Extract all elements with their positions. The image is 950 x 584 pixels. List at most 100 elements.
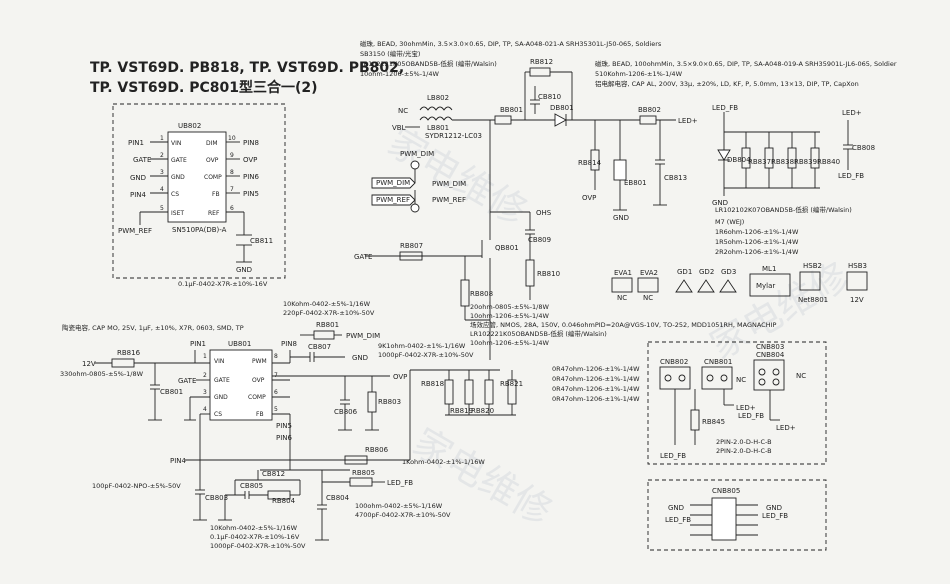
svg-text:8: 8	[274, 353, 278, 360]
note-c220p: 220pF-0402-X7R-±10%-50V	[283, 309, 375, 317]
cb810-ref: CB810	[538, 93, 561, 101]
net-gate-mid: GATE	[354, 253, 372, 261]
svg-text:COMP: COMP	[248, 394, 266, 401]
svg-text:CS: CS	[214, 411, 222, 418]
net-pin5-bot: PIN5	[276, 422, 292, 430]
rb803-ref: RB803	[378, 398, 401, 406]
svg-text:3: 3	[160, 169, 164, 176]
svg-text:2: 2	[160, 152, 164, 159]
net-led-plus-main: LED+	[678, 117, 698, 125]
rb837-ref: RB837	[748, 158, 771, 166]
cb803-ref: CB803	[205, 494, 228, 502]
rb810-ref: RB810	[537, 270, 560, 278]
qb801-ref: QB801	[495, 244, 519, 252]
rb801-ref: RB801	[316, 321, 339, 329]
rb805-ref: RB805	[352, 469, 375, 477]
net-pin5-top: PIN5	[243, 190, 259, 198]
svg-text:4: 4	[203, 406, 207, 413]
net-pwmref-b: PWM_REF	[432, 196, 466, 204]
ub802-block	[112, 103, 286, 279]
note-r10-a: 10ohm-1206-±5%-1/4W	[360, 70, 439, 78]
svg-text:CS: CS	[171, 191, 179, 198]
note-ferrite: 磁珠, BEAD, 30ohmMin, 3.5×3.0×0.65, DIP, T…	[360, 39, 662, 48]
net-gnd-cb807: GND	[352, 354, 368, 362]
net-12v: 12V	[82, 360, 96, 368]
connector-wires	[659, 359, 785, 445]
note-c1000p: 1000pF-0402-X7R-±10%-50V	[378, 351, 474, 359]
net-gate-top: GATE	[133, 156, 151, 164]
net-nc-top: NC	[398, 107, 408, 115]
ub802-ic	[167, 131, 227, 223]
svg-text:GATE: GATE	[214, 377, 230, 384]
note-sb3150: SB3150 (编带/光宝)	[360, 49, 420, 58]
pwm-block	[371, 160, 420, 213]
ub802-pins: VIN GATE GND CS ISET DIM OVP COMP FB REF…	[160, 135, 236, 217]
svg-text:VIN: VIN	[171, 140, 181, 147]
cb811-ref: CB811	[250, 237, 273, 245]
note-r20: 20ohm-0805-±5%-1/8W	[470, 303, 549, 311]
svg-text:GATE: GATE	[171, 157, 187, 164]
svg-text:3: 3	[203, 389, 207, 396]
net-gnd-led: GND	[712, 199, 728, 207]
gd1-ref: GD1	[677, 268, 692, 276]
net-led-plus-cnb: LED+	[736, 404, 756, 412]
gnd-eb801: GND	[613, 214, 629, 222]
rb816-ref: RB816	[117, 349, 141, 357]
gd3-ref: GD3	[721, 268, 736, 276]
lb802-ref: LB802	[427, 94, 449, 102]
note-c100p: 100pF-0402-NPO-±5%-50V	[92, 482, 181, 490]
note-r10k: 10Kohm-0402-±5%-1/16W	[283, 300, 371, 308]
bottom-left-wires	[95, 330, 517, 541]
net-pwmdim-c: PWM_DIM	[432, 180, 466, 188]
net-12v-hsb3: 12V	[850, 296, 864, 304]
note-lr-a: LR102221K05OBAND5B-低损 (编带/Walsin)	[360, 59, 497, 68]
svg-text:10: 10	[228, 135, 236, 142]
lb801-ref: LB801	[427, 124, 449, 132]
misc-parts	[611, 271, 868, 297]
note-r2r2: 2R2ohm-1206-±1%-1/4W	[715, 248, 799, 256]
cnb804-ref: CNB804	[756, 351, 785, 359]
eva2-nc: NC	[643, 294, 653, 302]
note-r100: 100ohm-0402-±5%-1/16W	[355, 502, 443, 510]
rb806-ref: RB806	[365, 446, 389, 454]
cb812-ref: CB812	[262, 470, 285, 478]
svg-text:7: 7	[230, 186, 234, 193]
net-ovp-bot: OVP	[393, 373, 407, 381]
svg-text:6: 6	[230, 205, 234, 212]
rb807-ref: RB807	[400, 242, 423, 250]
ub802-wires	[139, 141, 252, 263]
note-r1r5: 1R5ohm-1206-±1%-1/4W	[715, 238, 799, 246]
cnb801-ref: CNB801	[704, 358, 732, 366]
net-ledfb-cnb: LED_FB	[738, 412, 764, 420]
note-cap-al: 铝电解电容, CAP AL, 200V, 33μ, ±20%, LD, KF, …	[595, 79, 859, 88]
note-ferrite2: 磁珠, BEAD, 100ohmMin, 3.5×9.0×0.65, DIP, …	[595, 59, 897, 68]
svg-text:ISET: ISET	[171, 210, 184, 217]
cnb803-ref: CNB803	[756, 343, 784, 351]
svg-text:DIM: DIM	[206, 140, 218, 147]
cb805-ref: CB805	[240, 482, 263, 490]
rb820-ref: RB820	[471, 407, 494, 415]
note-zpin2: 2PIN-2.0-D-H-C-B	[716, 447, 772, 455]
power-stage-wires	[365, 67, 676, 360]
net-gnd-cnb805-r: GND	[766, 504, 782, 512]
svg-text:OVP: OVP	[252, 377, 265, 384]
rb838-ref: RB838	[771, 158, 794, 166]
net-led-plus-cnb3: LED+	[776, 424, 796, 432]
rb804-ref: RB804	[272, 497, 296, 505]
cnb805-connector	[711, 497, 737, 541]
net-ohs: OHS	[536, 209, 552, 217]
gnd-ub802: GND	[236, 266, 252, 274]
mylar-label: Mylar	[756, 282, 775, 290]
note-r330: 330ohm-0805-±5%-1/8W	[60, 370, 144, 378]
title-line1: TP. VST69D. PB818, TP. VST69D. PB802,	[90, 60, 404, 76]
note-r0r47-4: 0R47ohm-1206-±1%-1/4W	[552, 395, 640, 403]
net8801: Net8801	[798, 296, 828, 304]
net-pin1-bot: PIN1	[190, 340, 206, 348]
svg-text:5: 5	[274, 406, 278, 413]
led-string-wires	[717, 112, 853, 196]
rb839-ref: RB839	[794, 158, 817, 166]
net-pwmdim-bot: PWM_DIM	[346, 332, 380, 340]
note-lr-b: LR102102K07OBAND5B-低损 (编带/Walsin)	[715, 205, 852, 214]
eb801-ref: EB801	[624, 179, 647, 187]
note-c01u: 0.1μF-0402-X7R-±10%-16V	[210, 533, 300, 541]
